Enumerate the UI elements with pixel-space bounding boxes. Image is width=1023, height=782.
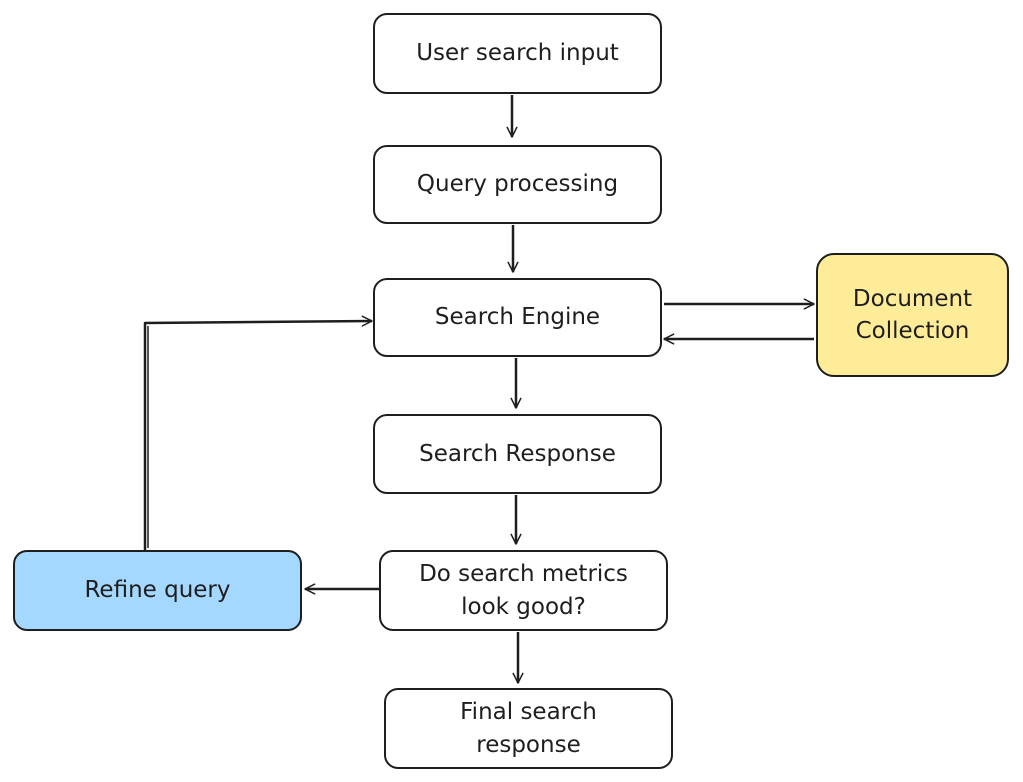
arrow-refine-query-to-search-engine xyxy=(143,315,373,550)
final-search-response-node: Final search response xyxy=(384,688,673,769)
user-search-input-node: User search input xyxy=(373,13,662,94)
search-response-node: Search Response xyxy=(373,414,662,494)
query-processing-label: Query processing xyxy=(416,171,619,198)
user-search-input-label: User search input xyxy=(416,40,619,67)
document-collection-node: Document Collection xyxy=(816,253,1009,377)
final-search-response-label: Final search response xyxy=(460,699,597,758)
search-engine-label: Search Engine xyxy=(434,304,601,331)
search-engine-node: Search Engine xyxy=(373,278,662,357)
metrics-check-node: Do search metrics look good? xyxy=(379,550,668,631)
refine-query-node: Refine query xyxy=(13,550,302,631)
metrics-check-label: Do search metrics look good? xyxy=(419,561,628,620)
refine-query-label: Refine query xyxy=(84,577,231,604)
document-collection-label: Document Collection xyxy=(852,285,973,344)
query-processing-node: Query processing xyxy=(373,145,662,224)
search-response-label: Search Response xyxy=(419,440,616,467)
